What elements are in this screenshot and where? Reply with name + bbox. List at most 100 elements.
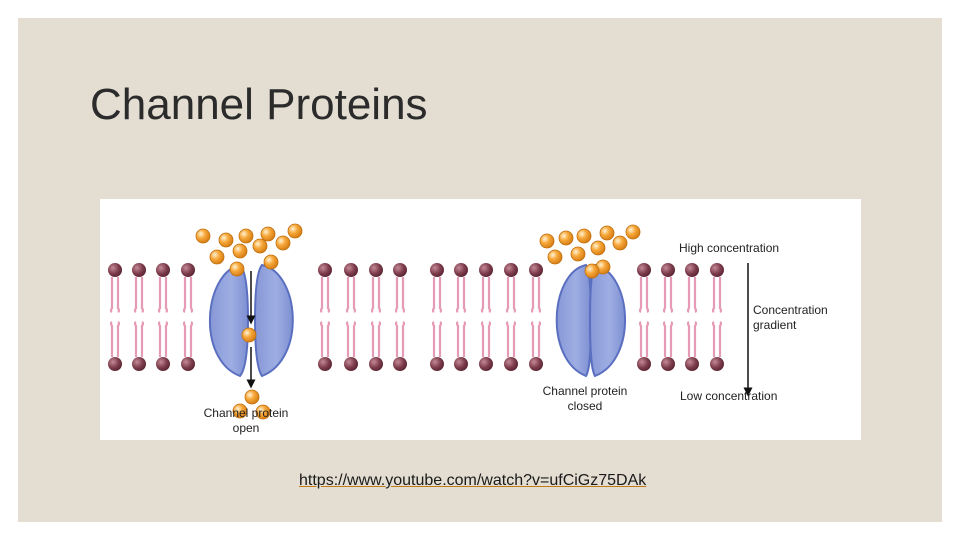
lipid-tail [431, 321, 436, 357]
membrane-diagram: Channel protein open Channel protein clo… [108, 223, 828, 435]
lipid-tail [352, 277, 357, 313]
lipid-head [430, 357, 444, 371]
lipid-tail [537, 321, 542, 357]
lipid-head [369, 357, 383, 371]
lipid-tail [140, 321, 145, 357]
lipid-head [710, 263, 724, 277]
high-concentration-label: High concentration [679, 241, 779, 255]
lipid-tail [431, 277, 436, 313]
lipid-tail [116, 277, 121, 313]
solute-molecule [612, 235, 628, 251]
lipid-head [479, 263, 493, 277]
lipid-head [344, 357, 358, 371]
channel-protein-figure: Channel protein open Channel protein clo… [100, 199, 861, 440]
lipid-tail [638, 321, 643, 357]
lipid-tail [530, 277, 535, 313]
lipid-head [504, 357, 518, 371]
lipid-tail [662, 321, 667, 357]
channel-protein-open [209, 263, 294, 389]
solute-molecule [287, 223, 303, 239]
lipid-head [454, 357, 468, 371]
lipid-tail [645, 277, 650, 313]
lipid-head [181, 263, 195, 277]
lipid-tail [140, 277, 145, 313]
lipid-tail [319, 321, 324, 357]
lipid-tail [326, 321, 331, 357]
lipid-head [661, 263, 675, 277]
lipid-tail [462, 321, 467, 357]
lipid-tail [455, 277, 460, 313]
lipid-tail [182, 277, 187, 313]
lipid-tail [438, 321, 443, 357]
solute-molecule [209, 249, 225, 265]
lipid-head [132, 263, 146, 277]
lipid-head [156, 357, 170, 371]
lipid-tail [505, 321, 510, 357]
solute-molecule [232, 403, 248, 419]
lipid-tail [345, 321, 350, 357]
lipid-tail [109, 277, 114, 313]
lipid-tail [326, 277, 331, 313]
lipid-tail [394, 321, 399, 357]
lipid-tail [487, 321, 492, 357]
lipid-tail [370, 277, 375, 313]
lipid-head [454, 263, 468, 277]
lipid-head [479, 357, 493, 371]
lipid-head [393, 263, 407, 277]
lipid-tail [512, 321, 517, 357]
gradient-label-line1: Concentration [753, 303, 828, 317]
lipid-tail [401, 321, 406, 357]
membrane-right [430, 263, 724, 371]
lipid-tail [133, 321, 138, 357]
lipid-tail [182, 321, 187, 357]
lipid-tail [370, 321, 375, 357]
closed-label-line1: Channel protein [543, 384, 628, 398]
lipid-tail [116, 321, 121, 357]
lipid-head [318, 263, 332, 277]
lipid-tail [669, 277, 674, 313]
solute-molecule [576, 228, 592, 244]
slide-background: Channel Proteins [18, 18, 942, 522]
lipid-head [504, 263, 518, 277]
lipid-tail [401, 277, 406, 313]
lipid-tail [352, 321, 357, 357]
lipid-head [156, 263, 170, 277]
solute-molecule [241, 327, 257, 343]
lipid-tail [693, 321, 698, 357]
lipid-head [685, 263, 699, 277]
solute-molecule [590, 240, 606, 256]
lipid-tail [537, 277, 542, 313]
solute-molecule [558, 230, 574, 246]
lipid-tail [377, 321, 382, 357]
lipid-tail [669, 321, 674, 357]
solute-molecule [238, 228, 254, 244]
gradient-label-line2: gradient [753, 318, 797, 332]
solute-molecule [539, 233, 555, 249]
lipid-head [529, 263, 543, 277]
lipid-tail [189, 277, 194, 313]
lipid-head [318, 357, 332, 371]
lipid-head [369, 263, 383, 277]
lipid-head [393, 357, 407, 371]
lipid-tail [157, 277, 162, 313]
lipid-tail [711, 277, 716, 313]
lipid-head [637, 357, 651, 371]
lipid-tail [345, 277, 350, 313]
lipid-tail [455, 321, 460, 357]
solute-molecule [244, 389, 260, 405]
lipid-tail [693, 277, 698, 313]
solute-molecules [195, 223, 641, 420]
lipid-head [108, 357, 122, 371]
lipid-tail [686, 321, 691, 357]
solute-molecule [195, 228, 211, 244]
solute-molecule [218, 232, 234, 248]
lipid-tail [480, 321, 485, 357]
youtube-link[interactable]: https://www.youtube.com/watch?v=ufCiGz75… [299, 472, 647, 489]
lipid-tail [480, 277, 485, 313]
lipid-tail [645, 321, 650, 357]
lipid-tail [662, 277, 667, 313]
solute-molecule [570, 246, 586, 262]
lipid-tail [530, 321, 535, 357]
open-label-line1: Channel protein [204, 406, 289, 420]
lipid-head [710, 357, 724, 371]
